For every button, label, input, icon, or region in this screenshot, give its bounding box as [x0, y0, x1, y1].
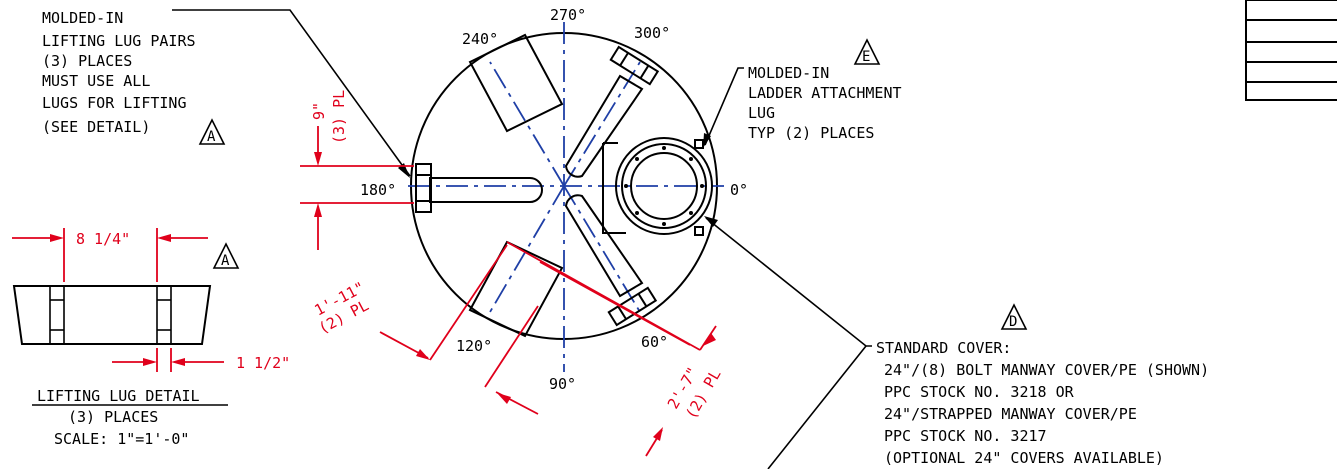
lifting-note-line: LIFTING LUG PAIRS [42, 32, 196, 50]
detail-ref-letter: A [221, 253, 230, 269]
dim-slot-width [379, 244, 539, 415]
slot-300 [564, 74, 644, 178]
manway-base [602, 143, 626, 234]
detail-places: (3) PLACES [68, 408, 158, 426]
manway-bolts [624, 146, 704, 226]
lug-pair-180 [415, 163, 432, 213]
cover-leader [705, 217, 872, 347]
ladder-lug-top [694, 139, 704, 149]
cover-note-line: 24"/STRAPPED MANWAY COVER/PE [884, 405, 1137, 423]
slot-180 [429, 177, 543, 203]
dim-lug-spacing [300, 126, 414, 250]
ladder-note-line: LADDER ATTACHMENT [748, 84, 902, 102]
angle-labels: 270° 240° 300° 180° 0° 120° 60° 90° [360, 6, 748, 393]
lifting-lugs [415, 45, 660, 327]
detail-width-dim [12, 228, 208, 282]
lifting-lug-detail: 8 1/4" A 1 1/2" LIFTING LUG DETAIL (3) P… [12, 228, 290, 448]
detail-width-value: 8 1/4" [76, 230, 130, 248]
angle-270: 270° [550, 6, 586, 24]
centerlines [408, 22, 724, 372]
detail-lug-right [156, 286, 172, 344]
manway-opening [630, 152, 698, 220]
cover-note-line: (OPTIONAL 24" COVERS AVAILABLE) [884, 449, 1164, 467]
detail-ref-triangle [853, 38, 881, 65]
detail-lug-left [49, 286, 65, 344]
detail-lug-value: 1 1/2" [236, 354, 290, 372]
ladder-lug-bottom [694, 226, 704, 236]
lifting-note-line: (3) PLACES [42, 52, 132, 70]
cover-note-line: 24"/(8) BOLT MANWAY COVER/PE (SHOWN) [884, 361, 1209, 379]
detail-ref-triangle [1000, 303, 1028, 330]
centerline-120 [489, 185, 565, 313]
detail-ref-triangle [212, 242, 240, 269]
dim-slot-length [506, 241, 717, 457]
compartment-240 [468, 33, 564, 133]
angle-0: 0° [730, 181, 748, 199]
dim-lug-spacing-qty: (3) PL [330, 90, 348, 144]
detail-lug-dim [112, 348, 224, 372]
cover-note: D STANDARD COVER: 24"/(8) BOLT MANWAY CO… [704, 216, 1209, 469]
ladder-leader [704, 67, 744, 146]
angle-120: 120° [456, 337, 492, 355]
lifting-note-line: (SEE DETAIL) [42, 118, 150, 136]
centerline-240 [489, 61, 565, 187]
detail-ref-triangle [198, 118, 226, 145]
cover-note-line: STANDARD COVER: [876, 339, 1011, 357]
ladder-note: MOLDED-IN LADDER ATTACHMENT LUG TYP (2) … [703, 38, 902, 148]
lug-pair-60 [607, 286, 658, 327]
manway-flange-inner [621, 143, 707, 229]
ladder-note-line: LUG [748, 104, 775, 122]
angle-90: 90° [549, 375, 576, 393]
angle-240: 240° [462, 30, 498, 48]
detail-ref-letter: D [1009, 314, 1017, 330]
compartment-120 [468, 240, 564, 338]
cover-leader-arrow [704, 216, 718, 227]
detail-ref-letter: A [207, 129, 216, 145]
cover-note-line: PPC STOCK NO. 3217 [884, 427, 1047, 445]
lifting-leader [172, 9, 411, 177]
dim-lug-spacing-value: 9" [310, 102, 328, 120]
detail-title: LIFTING LUG DETAIL [37, 387, 200, 405]
slot-60 [564, 194, 644, 298]
centerline-300 [563, 61, 641, 187]
title-block-frame [1245, 0, 1337, 101]
detail-lug-body [12, 285, 212, 345]
lifting-note-line: MOLDED-IN [42, 9, 123, 27]
ladder-note-line: TYP (2) PLACES [748, 124, 874, 142]
lifting-note-line: LUGS FOR LIFTING [42, 94, 187, 112]
lug-pair-300 [609, 45, 660, 86]
angle-60: 60° [641, 333, 668, 351]
cover-note-line: PPC STOCK NO. 3218 OR [884, 383, 1075, 401]
lifting-note: MOLDED-IN LIFTING LUG PAIRS (3) PLACES M… [42, 9, 411, 178]
title-block [1245, 0, 1337, 101]
ladder-leader-arrow [703, 133, 711, 148]
manway-flange-outer [615, 137, 713, 235]
detail-ref-letter: E [862, 49, 870, 65]
detail-scale: SCALE: 1"=1'-0" [54, 430, 189, 448]
angle-300: 300° [634, 24, 670, 42]
angle-180: 180° [360, 181, 396, 199]
ladder-note-line: MOLDED-IN [748, 64, 829, 82]
cover-leader-lower [767, 345, 867, 469]
manway-cover [602, 137, 713, 236]
lifting-note-line: MUST USE ALL [42, 72, 150, 90]
